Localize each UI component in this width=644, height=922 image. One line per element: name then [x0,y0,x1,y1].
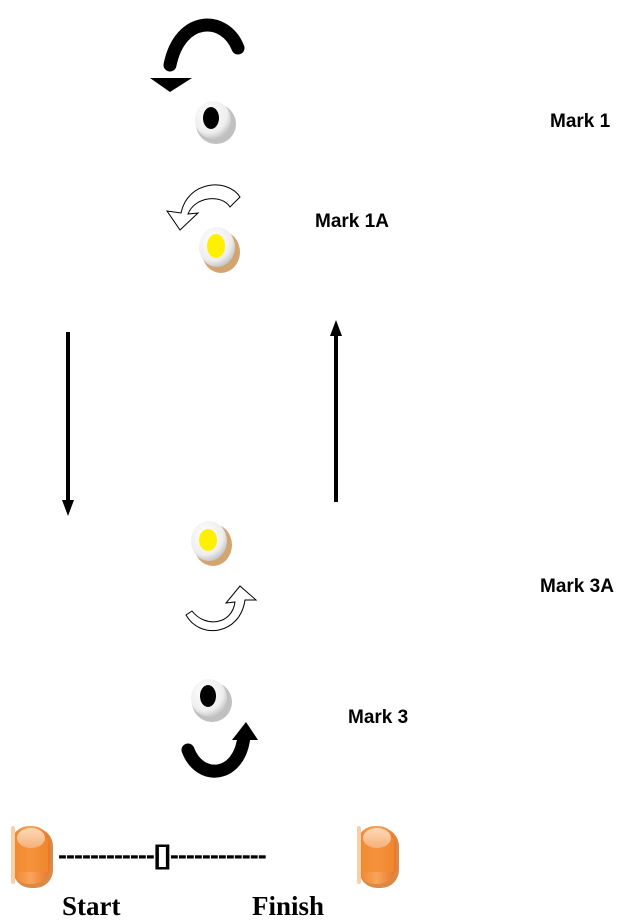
curved-arrow-icon [185,585,258,631]
mark-1a-label: Mark 1A [315,211,389,232]
pylon-icon [11,826,53,888]
curved-arrow-icon [165,184,241,231]
mark-3-label: Mark 3 [348,707,409,728]
curved-arrow-icon [150,18,245,92]
start-label: Start [62,891,121,921]
mark-1-label: Mark 1 [550,111,611,132]
black-marker-icon [191,679,232,722]
black-marker-icon [195,101,236,144]
straight-arrow-icon [62,332,74,516]
pylon-icon [357,826,399,888]
mark-3a-label: Mark 3A [540,576,614,597]
finish-label: Finish [252,891,325,921]
straight-arrow-icon [330,320,342,502]
curved-arrow-icon [181,722,258,778]
yellow-marker-icon [199,227,240,273]
yellow-marker-icon [191,521,232,566]
start-finish-line: ------------[]------------ [58,840,267,870]
